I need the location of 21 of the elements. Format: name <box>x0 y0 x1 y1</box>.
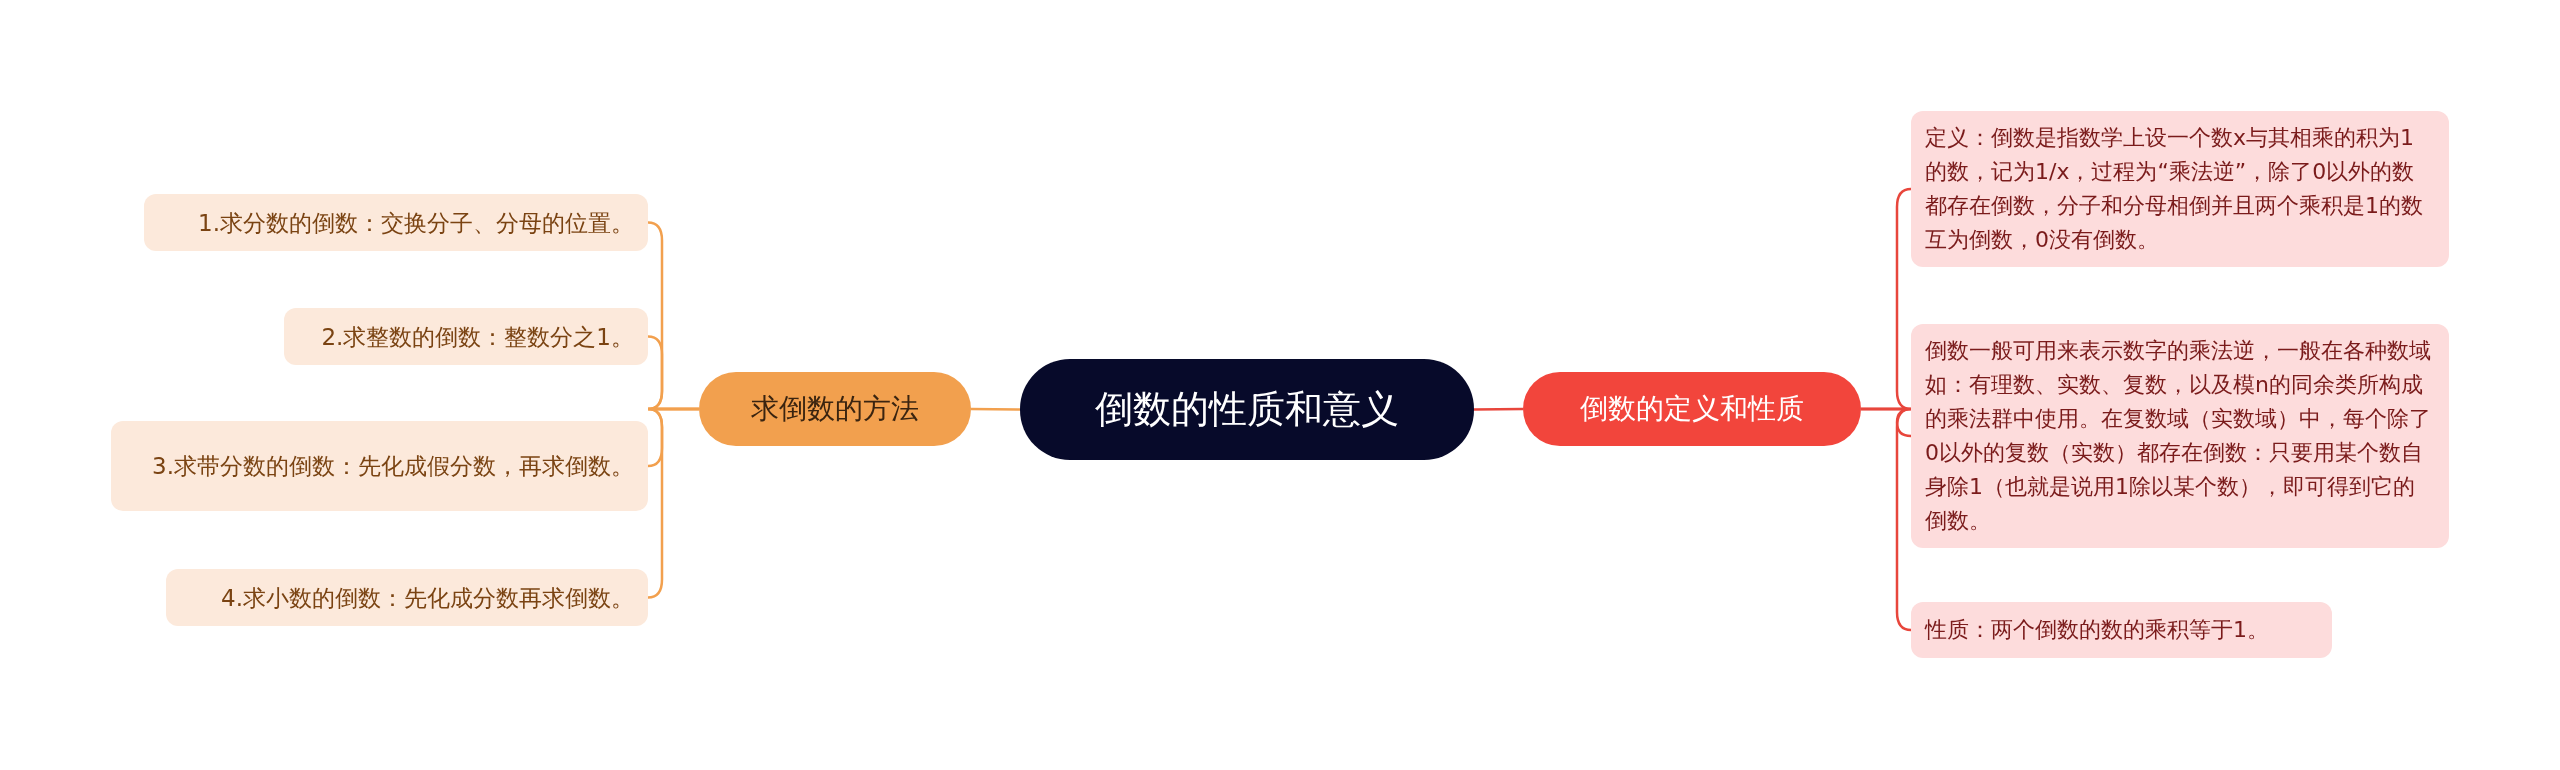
subtopic-box <box>1911 111 2449 267</box>
topic-text: 定义：倒数是指数学上设一个数x与其相乘的积为1的数，记为1/x，过程为“乘法逆”，除了0以外的数都存在倒数，分子和分母相倒并且两个乘积是1的数互为倒数，0没有倒数。 <box>1925 124 2424 254</box>
topic-text: 倒数的定义和性质 <box>1580 391 1804 427</box>
subtopic-box <box>166 569 648 626</box>
connector-line <box>1861 407 1913 632</box>
topic-text: 4.求小数的倒数：先化成分数再求倒数。 <box>221 583 634 613</box>
connector-line <box>971 407 1020 411</box>
topic-text: 3.求带分数的倒数：先化成假分数，再求倒数。 <box>152 452 634 481</box>
connector-line <box>646 407 699 599</box>
subtopic-box <box>111 421 648 511</box>
topic-text: 1.求分数的倒数：交换分子、分母的位置。 <box>198 208 634 238</box>
connector-line <box>1474 407 1523 411</box>
topic-text: 性质：两个倒数的数的乘积等于1。 <box>1925 616 2269 644</box>
topic-text: 倒数一般可用来表示数字的乘法逆，一般在各种数域如：有理数、实数、复数，以及模n的同余类所构成的乘法群中使用。在复数域（实数域）中，每个除了0以外的复数（实数）都存在倒数：只要用某个数自身除1（也就是说用1除以某个数），即可得到它的倒数。 <box>1925 337 2432 535</box>
topic-text: 2.求整数的倒数：整数分之1。 <box>321 322 634 352</box>
subtopic-box <box>144 194 648 251</box>
topic-text: 倒数的性质和意义 <box>1095 386 1399 433</box>
subtopic-box <box>1911 324 2449 548</box>
subtopic-box <box>1911 602 2332 658</box>
subtopic-box <box>284 308 648 365</box>
topic-text: 求倒数的方法 <box>751 391 919 427</box>
